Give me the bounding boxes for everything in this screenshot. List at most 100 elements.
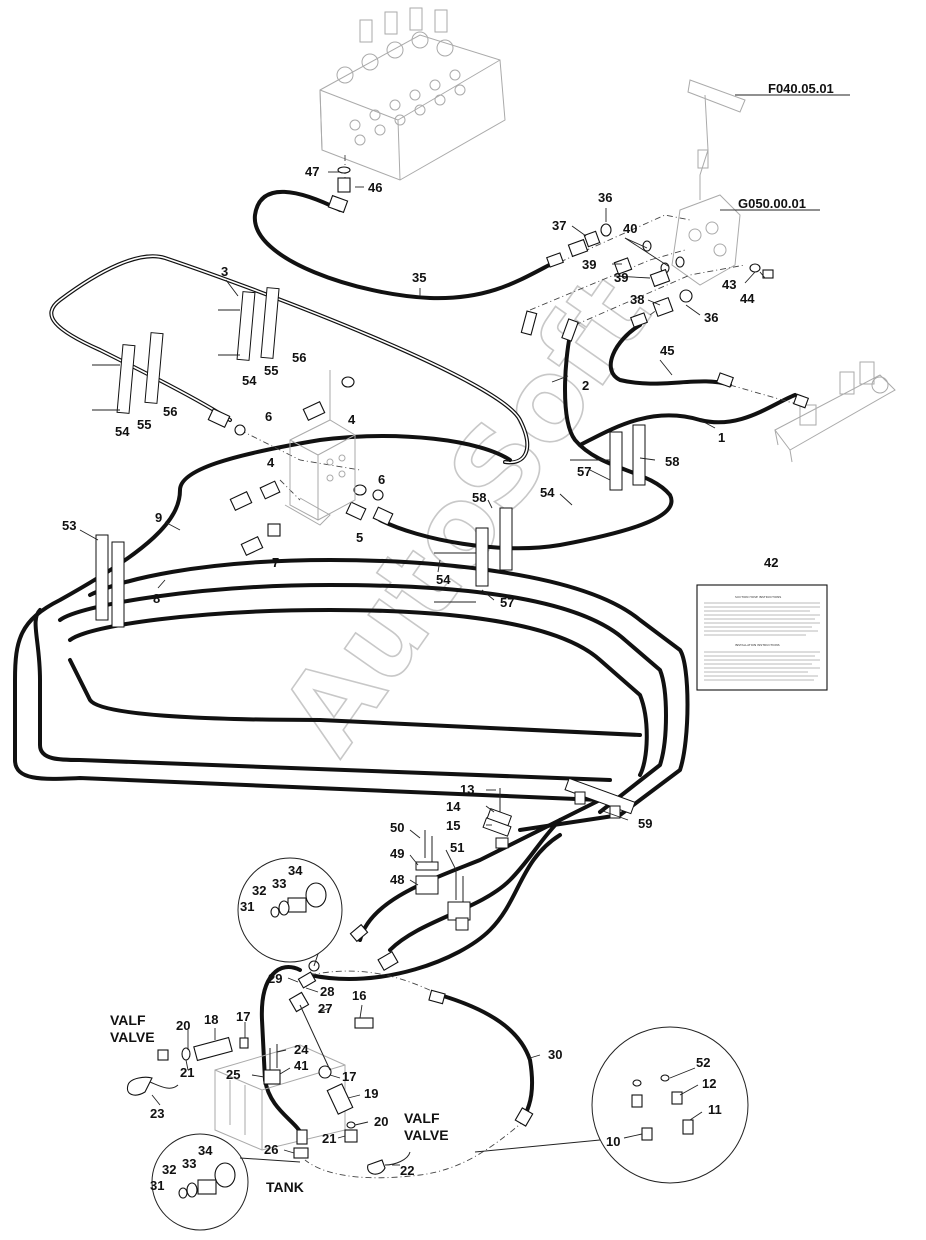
callout-51: 51 [450,840,464,855]
callout-9: 9 [155,510,162,525]
clamp-13-15 [482,788,513,849]
callout-52: 52 [696,1055,710,1070]
callout-54: 54 [540,485,555,500]
detail-circle-right [474,1026,749,1184]
label-valf-right: VALF [404,1110,440,1126]
callout-55: 55 [137,417,151,432]
callout-59: 59 [638,816,652,831]
callout-17: 17 [342,1069,356,1084]
callout-11: 11 [708,1102,722,1117]
callout-13: 13 [460,782,474,797]
callout-38: 38 [630,292,644,307]
clamp-55 [92,332,164,414]
callout-54: 54 [242,373,257,388]
cylinder-pipe-assembly [774,361,896,463]
ref-g050: G050.00.01 [738,196,806,211]
callout-36: 36 [704,310,718,325]
callout-27: 27 [318,1001,332,1016]
clamp-53 [95,534,125,628]
hose-lines [13,189,797,1137]
callout-56: 56 [163,404,177,419]
hose-fittings [207,166,810,556]
callout-numbers: 47 46 36 37 40 39 39 35 3 43 44 38 36 45… [62,164,778,1193]
callout-26: 26 [264,1142,278,1157]
detail-circle-upper [237,857,343,967]
callout-54: 54 [436,572,451,587]
instruction-decal: SUCTION HOSE INSTRUCTIONS INSTALLATION I… [696,584,828,691]
valve-fittings-left [126,923,534,1175]
callout-14: 14 [446,799,461,814]
callout-17: 17 [236,1009,250,1024]
callout-3: 3 [221,264,228,279]
callout-10: 10 [606,1134,620,1149]
distribution-block [284,370,356,526]
callout-49: 49 [390,846,404,861]
label-tank: TANK [266,1179,304,1195]
svg-text:INSTALLATION INSTRUCTIONS: INSTALLATION INSTRUCTIONS [735,643,780,647]
callout-33: 33 [272,876,286,891]
callout-18: 18 [204,1012,218,1027]
callout-24: 24 [294,1042,309,1057]
callout-50: 50 [390,820,404,835]
callout-4: 4 [267,455,275,470]
callout-21: 21 [322,1131,336,1146]
callout-8: 8 [153,591,160,606]
callout-34: 34 [198,1143,213,1158]
callout-46: 46 [368,180,382,195]
callout-32: 32 [162,1162,176,1177]
callout-45: 45 [660,343,674,358]
callout-7: 7 [272,555,279,570]
callout-25: 25 [226,1067,240,1082]
callout-20: 20 [176,1018,190,1033]
callout-40: 40 [623,221,637,236]
callout-16: 16 [352,988,366,1003]
callout-23: 23 [150,1106,164,1121]
label-valve-left: VALVE [110,1029,155,1045]
control-valve-block [319,7,506,185]
detail-circle-lower [151,1133,301,1231]
callout-15: 15 [446,818,460,833]
clamp-58-right [570,424,646,491]
callout-leaders [79,171,766,1166]
label-valve-right: VALVE [404,1127,449,1143]
callout-55: 55 [264,363,278,378]
callout-29: 29 [268,971,282,986]
pilot-joystick-assembly [671,79,850,286]
callout-57: 57 [577,464,591,479]
callout-36: 36 [598,190,612,205]
callout-20: 20 [374,1114,388,1129]
callout-2: 2 [582,378,589,393]
callout-19: 19 [364,1086,378,1101]
ref-f040: F040.05.01 [768,81,834,96]
callout-44: 44 [740,291,755,306]
callout-22: 22 [400,1163,414,1178]
callout-41: 41 [294,1058,308,1073]
callout-43: 43 [722,277,736,292]
callout-6: 6 [378,472,385,487]
svg-text:SUCTION HOSE INSTRUCTIONS: SUCTION HOSE INSTRUCTIONS [735,595,781,599]
callout-12: 12 [702,1076,716,1091]
callout-31: 31 [240,899,254,914]
hose-clamps [92,287,646,931]
callout-5: 5 [356,530,363,545]
callout-21: 21 [180,1065,194,1080]
callout-32: 32 [252,883,266,898]
callout-33: 33 [182,1156,196,1171]
clamp-48-51 [415,830,471,931]
callout-39: 39 [582,257,596,272]
callout-4: 4 [348,412,356,427]
callout-35: 35 [412,270,426,285]
callout-58: 58 [665,454,679,469]
label-valf-left: VALF [110,1012,146,1028]
callout-6: 6 [265,409,272,424]
callout-48: 48 [390,872,404,887]
clamp-59 [564,777,636,819]
callout-56: 56 [292,350,306,365]
callout-58: 58 [472,490,486,505]
callout-31: 31 [150,1178,164,1193]
clamp-3 [218,287,280,361]
callout-1: 1 [718,430,725,445]
callout-30: 30 [548,1047,562,1062]
callout-54: 54 [115,424,130,439]
